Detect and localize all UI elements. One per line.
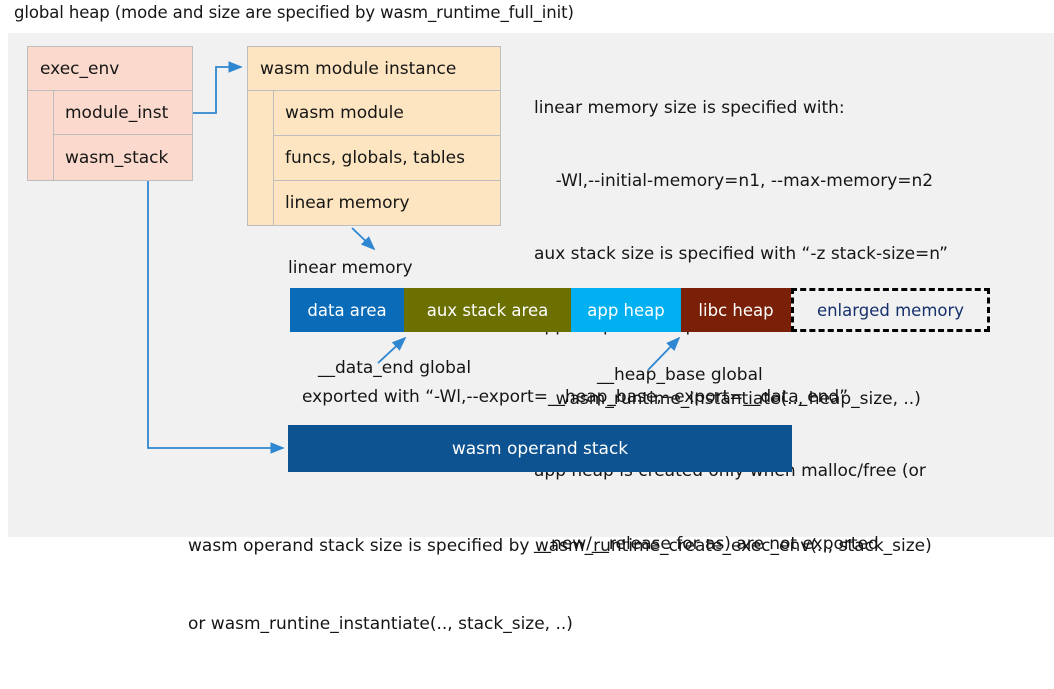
exec-env-gutter <box>28 91 54 180</box>
annotation-exported-with: exported with “-Wl,--export=__heap_base,… <box>302 387 849 407</box>
field-linear-memory: linear memory <box>285 193 410 213</box>
memory-segment-libc-heap: libc heap <box>681 288 791 332</box>
exec-env-header: exec_env <box>28 47 192 91</box>
memory-segment-aux-stack-area: aux stack area <box>404 288 571 332</box>
exec-env-body: module_inst wasm_stack <box>28 91 192 180</box>
exec-env-fields: module_inst wasm_stack <box>54 91 192 180</box>
note-line: linear memory size is specified with: <box>534 98 845 119</box>
field-funcs-globals-tables: funcs, globals, tables <box>274 136 500 181</box>
exec-env-field-module-inst: module_inst <box>54 91 192 135</box>
annotation-data-end: __data_end global <box>318 358 472 378</box>
note-line: or wasm_runtine_instantiate(.., stack_si… <box>188 614 573 634</box>
wasm-module-instance-fields: wasm module funcs, globals, tables linea… <box>274 91 500 225</box>
field-wasm-module: wasm module <box>274 91 500 136</box>
note-line: -Wl,--initial-memory=n1, --max-memory=n2 <box>534 171 934 192</box>
note-line: wasm_runtime_instantiate(.., heap_size, … <box>534 388 921 409</box>
wasm-module-instance-gutter <box>248 91 274 225</box>
wasm-operand-stack-box: wasm operand stack <box>288 425 792 472</box>
diagram-canvas: global heap (mode and size are specified… <box>8 3 1054 634</box>
memory-segment-app-heap: app heap <box>571 288 681 332</box>
note-line: wasm operand stack size is specified by … <box>188 536 932 556</box>
exec-env-box: exec_env module_inst wasm_stack <box>27 46 193 181</box>
exec-env-field-wasm-stack: wasm_stack <box>65 147 169 168</box>
wasm-module-instance-body: wasm module funcs, globals, tables linea… <box>248 91 500 225</box>
operand-stack-notes: wasm operand stack size is specified by … <box>188 481 932 689</box>
memory-segment-data-area: data area <box>290 288 404 332</box>
wasm-module-instance-box: wasm module instance wasm module funcs, … <box>247 46 501 226</box>
annotation-heap-base: __heap_base global <box>597 365 763 385</box>
page-title: global heap (mode and size are specified… <box>14 3 574 22</box>
linear-memory-label: linear memory <box>288 258 413 278</box>
wasm-module-instance-header: wasm module instance <box>248 47 500 91</box>
memory-segment-enlarged-memory: enlarged memory <box>791 288 990 332</box>
note-line: aux stack size is specified with “-z sta… <box>534 243 948 264</box>
